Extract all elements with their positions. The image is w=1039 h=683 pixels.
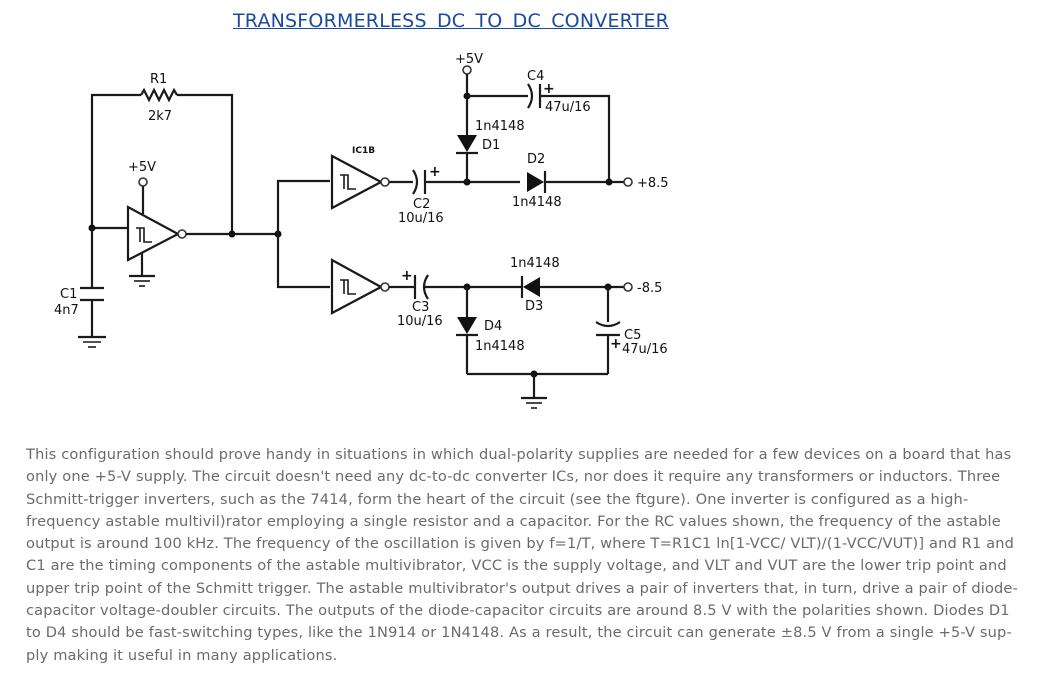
r1-value: 2k7 bbox=[148, 109, 172, 124]
junction bbox=[605, 178, 613, 186]
r1-ref: R1 bbox=[150, 72, 167, 87]
schmitt-inverter-ic1a bbox=[126, 205, 187, 262]
c4-ref: C4 bbox=[527, 69, 544, 84]
output-negative-label: -8.5 bbox=[637, 281, 662, 296]
d1-ref: D1 bbox=[482, 138, 500, 153]
supply-top-label: +5V bbox=[455, 52, 483, 67]
page-title[interactable]: TRANSFORMERLESS DC TO DC CONVERTER bbox=[233, 10, 670, 32]
d3-value: 1n4148 bbox=[510, 256, 560, 271]
d2-ref: D2 bbox=[527, 152, 545, 167]
supply-terminal-icon bbox=[462, 65, 472, 75]
polarity-plus: + bbox=[610, 336, 622, 352]
c3-ref: C3 bbox=[412, 300, 429, 315]
d1-diode bbox=[456, 135, 478, 155]
c4-curved-plate bbox=[527, 83, 534, 109]
c1-value: 4n7 bbox=[54, 303, 79, 318]
circuit-schematic: R1 2k7 C1 4n7 +5V IC1B + C bbox=[54, 52, 669, 409]
ground-icon bbox=[129, 274, 155, 287]
supply-left-label: +5V bbox=[128, 160, 156, 175]
d4-ref: D4 bbox=[484, 319, 502, 334]
c5-value: 47u/16 bbox=[622, 342, 668, 357]
c3-value: 10u/16 bbox=[397, 314, 443, 329]
output-terminal-icon bbox=[623, 177, 633, 187]
supply-terminal-icon bbox=[138, 177, 148, 187]
schmitt-inverter-ic1c bbox=[330, 258, 390, 315]
description-paragraph: This configuration should prove handy in… bbox=[26, 446, 1018, 664]
d4-value: 1n4148 bbox=[475, 339, 525, 354]
c5-curved-plate bbox=[595, 321, 621, 328]
r1-resistor bbox=[140, 87, 178, 103]
ground-icon bbox=[78, 335, 106, 348]
c2-value: 10u/16 bbox=[398, 211, 444, 226]
output-terminal-icon bbox=[623, 282, 633, 292]
junction bbox=[228, 230, 236, 238]
r1-feedback-loop bbox=[90, 87, 234, 234]
ground-icon bbox=[521, 396, 547, 409]
d3-ref: D3 bbox=[525, 299, 543, 314]
description-text: This configuration should prove handy in… bbox=[26, 444, 1026, 667]
c4-value: 47u/16 bbox=[545, 100, 591, 115]
d2-diode bbox=[527, 171, 547, 193]
d2-value: 1n4148 bbox=[512, 195, 562, 210]
c2-ref: C2 bbox=[413, 197, 430, 212]
polarity-plus: + bbox=[543, 81, 555, 97]
c2-curved-plate bbox=[412, 169, 419, 195]
c1-ref: C1 bbox=[60, 287, 77, 302]
schmitt-inverter-ic1b bbox=[330, 154, 390, 210]
polarity-plus: + bbox=[429, 164, 441, 180]
output-positive-label: +8.5 bbox=[637, 176, 669, 191]
c5-ref: C5 bbox=[624, 328, 641, 343]
d1-value: 1n4148 bbox=[475, 119, 525, 134]
ic-label: IC1B bbox=[352, 146, 375, 156]
polarity-plus: + bbox=[401, 268, 413, 284]
d4-diode bbox=[456, 317, 478, 337]
d3-diode bbox=[520, 276, 540, 298]
